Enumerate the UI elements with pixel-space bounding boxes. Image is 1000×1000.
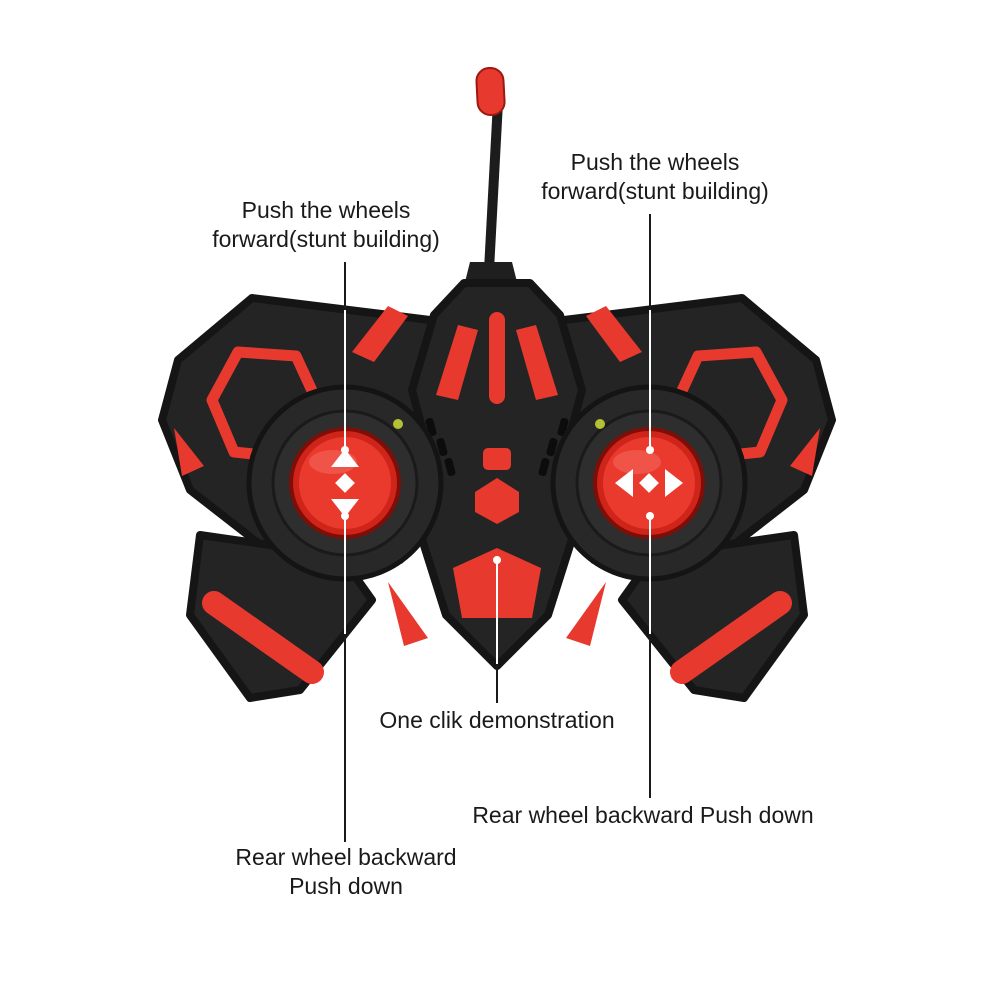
- annotation-left-bottom-line2: Push down: [289, 873, 403, 900]
- left-stick-button: [289, 427, 401, 539]
- callout-right-top-dot: [646, 446, 654, 454]
- left-led-icon: [393, 419, 403, 429]
- center-small-hexagon: [475, 478, 519, 524]
- annotation-left-top-line1: Push the wheels: [241, 197, 411, 223]
- annotation-right-top-line2: forward(stunt building): [541, 178, 769, 205]
- center-stripe: [489, 312, 505, 404]
- annotation-left-bottom-line1: Rear wheel backward: [235, 844, 457, 870]
- annotation-right-top: Push the wheels forward(stunt building): [541, 148, 769, 207]
- antenna-tip: [475, 66, 506, 116]
- right-bottom-triangle: [566, 582, 606, 646]
- right-led-icon: [595, 419, 605, 429]
- callout-left-top-dot: [341, 446, 349, 454]
- right-stick-button: [593, 427, 705, 539]
- right-grip-stripe: [670, 591, 792, 684]
- annotation-right-bottom: Rear wheel backward Push down: [472, 801, 813, 830]
- up-down-arrows-icon: [331, 449, 359, 517]
- left-wing-edge-accent: [174, 428, 204, 476]
- annotation-right-bottom-line1: Rear wheel backward Push down: [472, 802, 814, 828]
- right-wing-edge-accent: [790, 428, 820, 476]
- annotation-left-top: Push the wheels forward(stunt building): [212, 196, 440, 255]
- annotation-center-bottom: One clik demonstration: [379, 706, 614, 735]
- left-inner-slant: [436, 325, 478, 400]
- annotation-left-top-line2: forward(stunt building): [212, 226, 440, 253]
- right-inner-slant: [516, 325, 558, 400]
- annotation-center-bottom-line1: One clik demonstration: [379, 707, 615, 733]
- annotation-right-top-line1: Push the wheels: [570, 149, 740, 175]
- annotation-left-bottom: Rear wheel backward Push down: [235, 843, 456, 902]
- right-outer-slant: [586, 306, 642, 362]
- left-right-arrows-icon: [615, 469, 683, 497]
- antenna-rod: [484, 101, 503, 271]
- left-bottom-triangle: [388, 582, 428, 646]
- center-small-rect: [483, 448, 511, 470]
- left-grip-stripe: [202, 591, 324, 684]
- callout-lines: [341, 214, 654, 842]
- left-outer-slant: [352, 306, 408, 362]
